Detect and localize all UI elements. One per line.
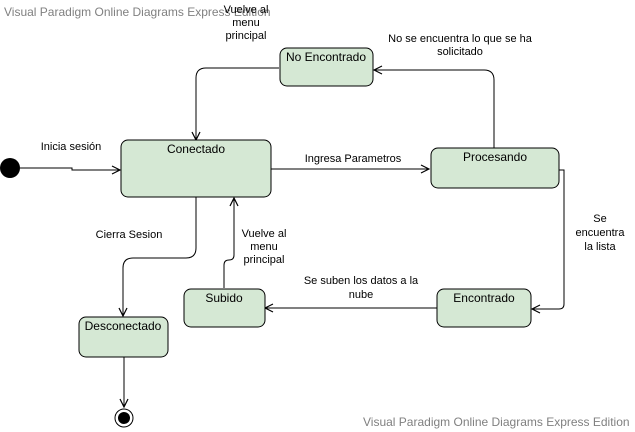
label-se-encuentra-1: Se bbox=[593, 213, 606, 225]
initial-state bbox=[0, 158, 20, 178]
label-cierra-sesion: Cierra Sesion bbox=[96, 229, 163, 241]
edge-cierra-sesion bbox=[123, 197, 197, 316]
label-ingresa-parametros: Ingresa Parametros bbox=[305, 153, 402, 165]
label-vuelve-menu-top-2: menu bbox=[232, 17, 260, 29]
label-se-encuentra-2: encuentra bbox=[576, 227, 626, 239]
label-vuelve-menu-top-1: Vuelve al bbox=[224, 4, 269, 16]
state-conectado-label: Conectado bbox=[167, 142, 225, 156]
label-inicia-sesion: Inicia sesión bbox=[41, 141, 102, 153]
label-se-suben-1: Se suben los datos a la bbox=[304, 275, 419, 287]
label-vuelve-menu-bottom-2: menu bbox=[250, 241, 278, 253]
state-encontrado-label: Encontrado bbox=[453, 291, 515, 305]
label-vuelve-menu-bottom-3: principal bbox=[244, 254, 285, 266]
label-no-se-encuentra-2: solicitado bbox=[437, 46, 483, 58]
watermark-top: Visual Paradigm Online Diagrams Express … bbox=[4, 5, 271, 19]
state-no-encontrado[interactable]: No Encontrado bbox=[279, 47, 374, 87]
state-desconectado-label: Desconectado bbox=[85, 319, 162, 333]
label-vuelve-menu-top-3: principal bbox=[226, 30, 267, 42]
watermark-bottom: Visual Paradigm Online Diagrams Express … bbox=[363, 415, 630, 429]
edge-vuelve-menu-top bbox=[196, 67, 279, 140]
state-desconectado[interactable]: Desconectado bbox=[78, 316, 169, 358]
state-subido[interactable]: Subido bbox=[183, 288, 266, 328]
label-vuelve-menu-bottom-1: Vuelve al bbox=[242, 228, 287, 240]
final-state bbox=[114, 408, 134, 428]
state-conectado[interactable]: Conectado bbox=[120, 139, 272, 198]
label-no-se-encuentra-1: No se encuentra lo que se ha bbox=[388, 33, 533, 45]
state-procesando-label: Procesando bbox=[463, 150, 527, 164]
edge-inicia-sesion bbox=[20, 168, 120, 170]
label-se-encuentra-3: la lista bbox=[584, 241, 616, 253]
edge-no-se-encuentra bbox=[374, 70, 495, 148]
state-procesando[interactable]: Procesando bbox=[430, 147, 560, 189]
label-se-suben-2: nube bbox=[349, 289, 373, 301]
state-encontrado[interactable]: Encontrado bbox=[436, 288, 532, 328]
state-subido-label: Subido bbox=[205, 291, 243, 305]
edge-vuelve-menu-bottom bbox=[223, 198, 234, 288]
edge-se-encuentra bbox=[532, 169, 565, 309]
state-no-encontrado-label: No Encontrado bbox=[286, 50, 366, 64]
